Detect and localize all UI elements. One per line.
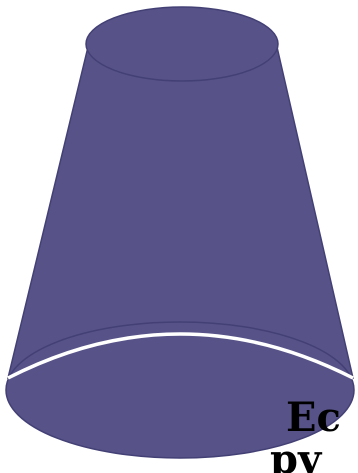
cone-top-base bbox=[86, 7, 278, 81]
caption-line-2: py bbox=[270, 440, 321, 473]
caption-line-1: Ec bbox=[286, 398, 341, 438]
